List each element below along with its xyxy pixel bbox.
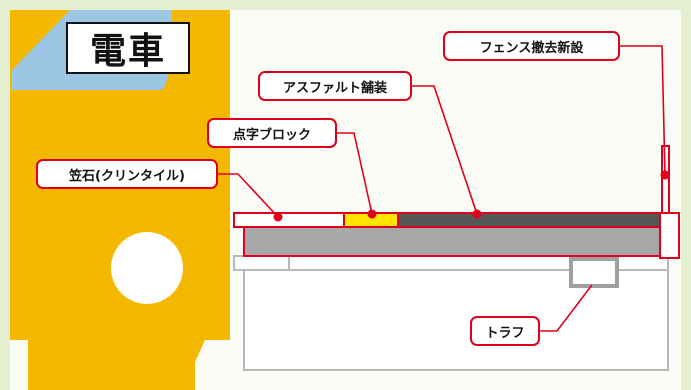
- label-asphalt: アスファルト舗装: [258, 71, 412, 101]
- dot-tenji: [367, 209, 377, 219]
- train-light: [111, 232, 183, 304]
- fence-foundation: [659, 212, 680, 259]
- leader-dots: [273, 170, 670, 222]
- leader-trough: [540, 284, 593, 332]
- base-course: [243, 226, 661, 257]
- title-label: 電車: [66, 22, 190, 74]
- leader-kasaishi: [218, 173, 279, 218]
- leader-fence: [620, 45, 666, 176]
- train-gap: [10, 340, 28, 390]
- leader-tenji: [337, 132, 373, 215]
- label-fence: フェンス撤去新設: [443, 31, 620, 61]
- dot-asphalt: [472, 209, 482, 219]
- dot-fence: [660, 170, 670, 180]
- label-tenji: 点字ブロック: [207, 118, 337, 148]
- train-coupler: [28, 342, 66, 390]
- label-trough: トラフ: [470, 316, 540, 346]
- leader-asphalt: [412, 85, 478, 215]
- fence-post: [661, 145, 670, 214]
- train-body-edge: [10, 90, 72, 110]
- dot-kasaishi: [273, 212, 283, 222]
- trough: [569, 257, 619, 288]
- kasaishi-stone: [233, 212, 345, 228]
- asphalt-layer: [397, 212, 661, 228]
- leader-lines: [218, 45, 666, 332]
- label-kasaishi: 笠石(クリンタイル): [36, 159, 218, 189]
- platform-structure: [233, 145, 680, 371]
